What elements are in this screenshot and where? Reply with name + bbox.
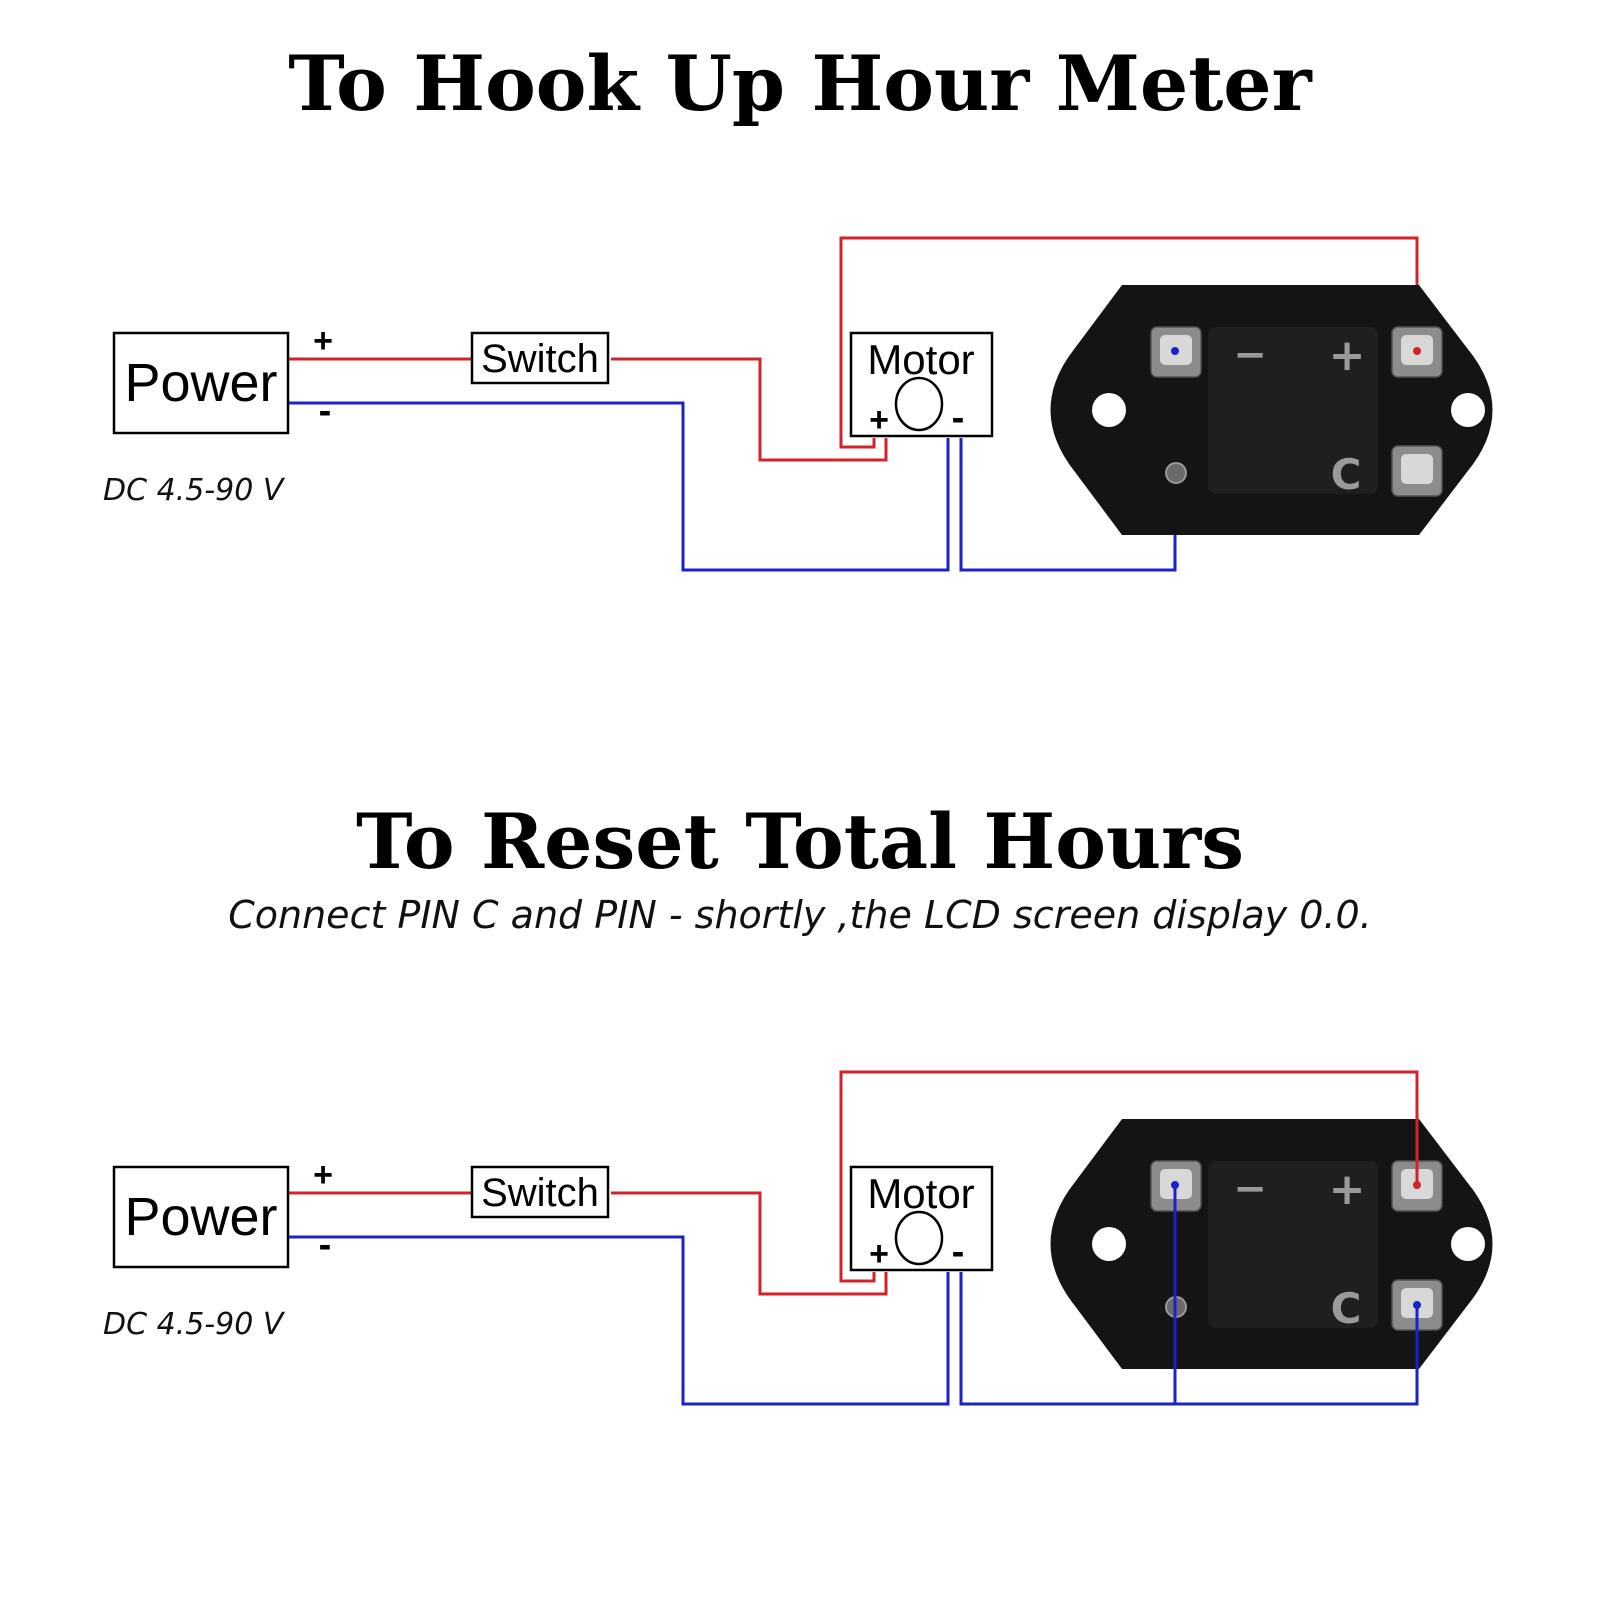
meter-plus-mark: + xyxy=(1329,330,1366,381)
meter-plus-mark: + xyxy=(1329,1164,1366,1215)
motor-to-meter-plus-wire xyxy=(839,236,1419,449)
left-mount-hole-icon xyxy=(1092,393,1126,427)
meter-minus-mark: − xyxy=(1233,332,1267,378)
motor-plus-sign: + xyxy=(869,1235,889,1273)
meter-c-mark: C xyxy=(1331,1284,1362,1333)
c-connection-dot xyxy=(1413,1301,1421,1309)
hour-meter: − + C xyxy=(1050,1119,1493,1369)
power-minus-sign: - xyxy=(319,1224,332,1266)
hour-meter-face xyxy=(1208,1161,1378,1328)
motor-plus-sign: + xyxy=(869,401,889,439)
left-mount-hole-icon xyxy=(1092,1227,1126,1261)
hour-meter-face xyxy=(1208,327,1378,494)
meter-minus-mark: − xyxy=(1233,1166,1267,1212)
reset-title: To Reset Total Hours xyxy=(356,797,1244,886)
switch-box xyxy=(470,331,610,385)
switch-label: Switch xyxy=(481,1171,599,1215)
right-mount-hole-icon xyxy=(1451,393,1485,427)
motor-minus-sign: - xyxy=(952,1231,965,1273)
hookup-title: To Hook Up Hour Meter xyxy=(288,39,1312,128)
reset-instruction: Connect PIN C and PIN - shortly ,the LCD… xyxy=(228,893,1372,937)
reset-diagram: Power + - DC 4.5-90 V Switch Motor + - −… xyxy=(103,1070,1493,1406)
power-label: Power xyxy=(124,353,277,413)
power-minus-wire xyxy=(288,401,950,572)
voltage-label: DC 4.5-90 V xyxy=(103,473,286,508)
right-mount-hole-icon xyxy=(1451,1227,1485,1261)
plus-connection-dot xyxy=(1413,1181,1421,1189)
motor-symbol-icon xyxy=(894,376,944,432)
power-plus-sign: + xyxy=(313,322,333,360)
motor-label: Motor xyxy=(867,336,974,383)
motor-box xyxy=(849,1165,994,1272)
plus-connection-dot xyxy=(1413,347,1421,355)
minus-connection-dot xyxy=(1171,1181,1179,1189)
motor-to-meter-plus-wire xyxy=(839,1070,1419,1283)
minus-connection-dot xyxy=(1171,347,1179,355)
motor-box xyxy=(849,331,994,438)
switch-to-motor-wire xyxy=(611,357,888,462)
power-minus-wire xyxy=(288,1235,950,1406)
power-box xyxy=(112,1165,290,1269)
power-plus-sign: + xyxy=(313,1156,333,1194)
switch-label: Switch xyxy=(481,337,599,381)
hour-meter: − + C xyxy=(1050,285,1493,535)
voltage-label: DC 4.5-90 V xyxy=(103,1307,286,1342)
hookup-diagram: Power + - DC 4.5-90 V Switch Motor + - −… xyxy=(103,236,1493,572)
meter-c-mark: C xyxy=(1331,450,1362,499)
motor-minus-sign: - xyxy=(952,397,965,439)
power-box xyxy=(112,331,290,435)
power-label: Power xyxy=(124,1187,277,1247)
motor-label: Motor xyxy=(867,1170,974,1217)
switch-to-motor-wire xyxy=(611,1191,888,1296)
screw-icon xyxy=(1165,462,1187,484)
power-minus-sign: - xyxy=(319,390,332,432)
switch-box xyxy=(470,1165,610,1219)
motor-symbol-icon xyxy=(894,1210,944,1266)
